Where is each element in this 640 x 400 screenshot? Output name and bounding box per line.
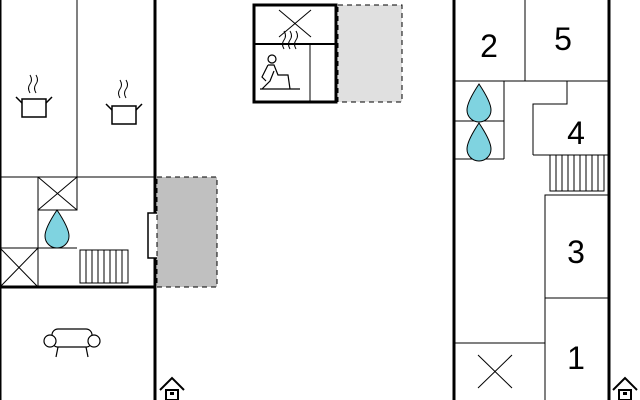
storage-cross-icon: [37, 176, 78, 211]
room-3-number: 3: [567, 234, 585, 270]
entrance-house-icon: [159, 376, 185, 400]
sauna-icon: [260, 30, 300, 90]
water-drop-icon: [44, 209, 70, 249]
room-4-number: 4: [567, 115, 585, 151]
room-3-outline: [544, 194, 610, 299]
room-5-number: 5: [554, 21, 572, 57]
right-building: 2 5 4 3 1: [452, 0, 611, 400]
kitchen-pot-icon: [15, 74, 53, 118]
sauna-outline: [252, 3, 338, 104]
radiator-icon: [79, 249, 129, 284]
radiator-icon: [549, 154, 605, 192]
room-2-number: 2: [480, 28, 498, 64]
kitchen-pot-icon: [105, 79, 143, 125]
storage-cross-icon: [477, 354, 513, 389]
entrance-house-icon: [612, 376, 638, 400]
annex-light: [337, 4, 403, 103]
sauna-block: [252, 3, 403, 104]
annex-dark: [156, 176, 218, 288]
room-1-number: 1: [567, 340, 585, 376]
water-drop-icon: [466, 83, 492, 123]
storage-cross-icon: [0, 247, 39, 288]
left-building: [0, 0, 218, 400]
wall: [532, 81, 568, 155]
sofa-icon: [43, 328, 101, 358]
water-drop-icon: [466, 122, 492, 162]
